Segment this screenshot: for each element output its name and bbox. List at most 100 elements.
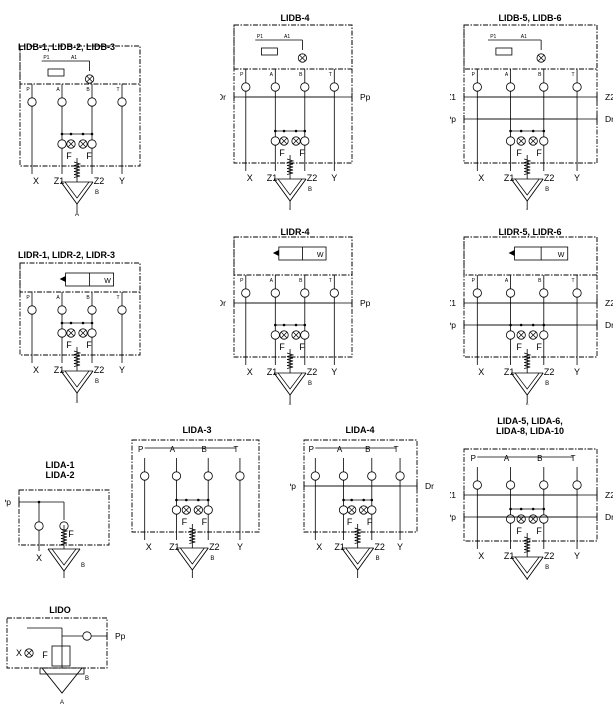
side-port-label: Dr (220, 298, 226, 308)
port-header-B: B (86, 87, 90, 93)
side-port-label: Z1 (450, 92, 456, 102)
port-label-Z2: Z2 (307, 367, 318, 377)
label-F: F (42, 650, 48, 660)
pilot-circle-symbol (235, 471, 245, 481)
cross-line (360, 506, 367, 514)
side-port-label: Pp (360, 298, 370, 308)
schematic-svg: PABTFFPpDrXZ1Z2YBA (290, 439, 434, 578)
pilot-circle-symbol (505, 136, 516, 146)
poppet-cone (510, 178, 544, 202)
label-F: F (347, 517, 353, 527)
pilot-circle-symbol (270, 82, 280, 92)
spring-symbol (286, 352, 295, 369)
pilot-circle-symbol (203, 471, 213, 481)
label-B: B (545, 381, 549, 387)
pilot-circle-symbol (572, 288, 582, 298)
label-B: B (95, 379, 99, 385)
port-header-T: T (329, 72, 332, 78)
junction-dot (531, 129, 535, 133)
label-F: F (536, 148, 542, 158)
port-label-Y: Y (574, 173, 580, 183)
label-B: B (545, 187, 549, 193)
pilot-circle-symbol (472, 480, 482, 490)
port-header-T: T (234, 445, 239, 454)
label-A: A (525, 209, 529, 210)
pilot-circle-symbol (87, 305, 97, 315)
pilot-circle-symbol (300, 136, 310, 146)
poppet-cone (47, 548, 81, 572)
cross-line (25, 649, 33, 657)
port-header-P: P (240, 72, 244, 78)
port-header-P: P (472, 72, 476, 78)
side-port-label: Dr (425, 481, 434, 491)
poppet-seat (180, 547, 205, 565)
port-label-X: X (478, 173, 484, 183)
junction-dot (509, 129, 512, 133)
pilot-circle-symbol (505, 480, 516, 490)
port-label-Z1: Z1 (504, 551, 515, 561)
port-label-Z1: Z1 (334, 542, 345, 552)
pilot-circle-symbol (241, 288, 251, 298)
port-label-X: X (247, 173, 253, 183)
panel-title: LIDA-3 (182, 425, 212, 435)
dashdot-border (233, 236, 353, 276)
poppet-cone (175, 547, 209, 571)
label-W: W (317, 252, 324, 259)
pilot-circle-symbol (270, 330, 280, 340)
label-F: F (182, 517, 188, 527)
pilot-circle-symbol (338, 505, 349, 515)
port-header-T: T (116, 295, 119, 301)
port-header-P: P (309, 445, 314, 454)
side-port-label: Pp (115, 631, 125, 641)
junction-dot (542, 507, 546, 511)
pilot-circle-symbol (57, 139, 67, 149)
label-P1: P1 (43, 55, 49, 61)
label-F: F (299, 342, 305, 352)
poppet-seat (514, 178, 540, 196)
pilot-circle-symbol (539, 330, 549, 340)
label-F: F (536, 526, 542, 536)
junction-dot (303, 129, 307, 133)
label-F: F (279, 342, 285, 352)
pilot-circle-symbol (572, 82, 582, 92)
cross-line (67, 140, 75, 148)
port-header-B: B (538, 278, 542, 284)
poppet-cone (510, 372, 544, 396)
spring-symbol (73, 161, 82, 178)
panel-title: LIDA-2 (45, 470, 75, 480)
panel-title: LIDR-4 (280, 227, 310, 237)
port-header-T: T (394, 445, 399, 454)
port-header-A: A (270, 72, 274, 78)
side-port-label: Dr (605, 512, 613, 522)
label-F: F (367, 517, 373, 527)
seat-block (39, 667, 85, 675)
poppet-cone (273, 178, 307, 202)
pilot-circle-symbol (34, 521, 44, 531)
label-F: F (66, 151, 72, 161)
pilot-circle-symbol (472, 82, 482, 92)
dashdot-border (19, 262, 141, 293)
spring-symbol (524, 536, 532, 553)
poppet-seat (514, 556, 540, 574)
port-header-A: A (505, 72, 509, 78)
cross-line (280, 137, 288, 145)
port-header-P: P (26, 295, 30, 301)
port-label-Z1: Z1 (54, 176, 65, 186)
dashdot-border (463, 24, 598, 70)
pilot-circle-symbol (539, 82, 549, 92)
side-port-label: Dr (605, 320, 613, 330)
port-label-Z2: Z2 (544, 367, 555, 377)
port-header-A: A (337, 445, 343, 454)
junction-dot (60, 132, 64, 136)
junction-dot (90, 321, 94, 325)
cross-line (183, 506, 190, 514)
port-header-P: P (472, 278, 476, 284)
label-F: F (536, 342, 542, 352)
port-header-T: T (572, 278, 575, 284)
solenoid-arrow-icon (272, 250, 279, 256)
dashdot-border (233, 24, 353, 70)
port-label-Y: Y (331, 173, 337, 183)
junction-dot (81, 132, 85, 136)
junction-dot (175, 498, 178, 502)
